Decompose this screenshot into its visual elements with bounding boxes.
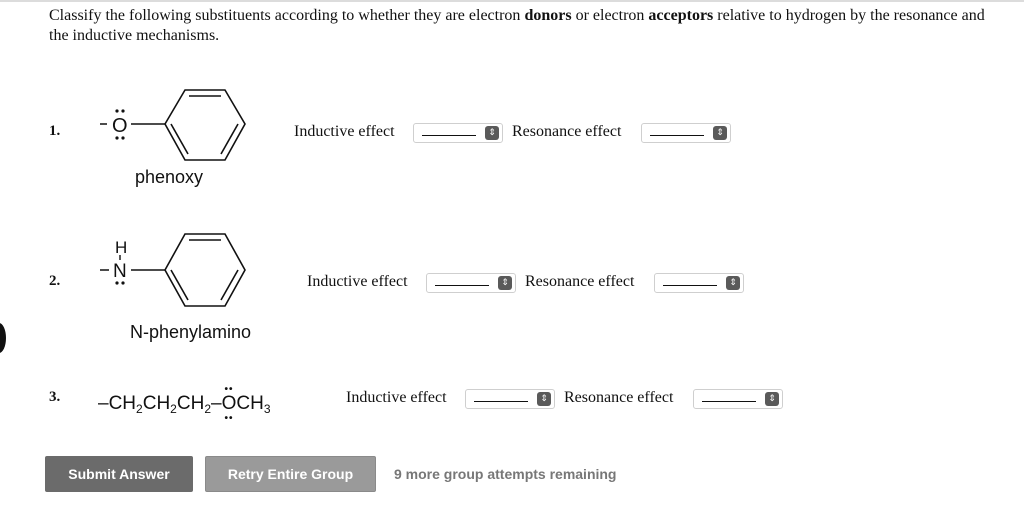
attempts-remaining-text: 9 more group attempts remaining: [394, 466, 617, 482]
resonance-effect-label: Resonance effect: [512, 123, 622, 140]
retry-entire-group-button[interactable]: Retry Entire Group: [205, 456, 376, 492]
select-blank-value: [663, 285, 717, 286]
select-blank-value: [435, 285, 489, 286]
oxygen-atom: O••••: [221, 384, 237, 424]
resonance-effect-label: Resonance effect: [564, 389, 674, 406]
inductive-effect-select[interactable]: ⇕: [413, 123, 503, 143]
updown-chevron-icon: ⇕: [485, 126, 499, 140]
item-number: 1.: [49, 123, 61, 139]
select-blank-value: [650, 135, 704, 136]
updown-chevron-icon: ⇕: [498, 276, 512, 290]
inductive-effect-select[interactable]: ⇕: [426, 273, 516, 293]
updown-chevron-icon: ⇕: [726, 276, 740, 290]
top-divider: [0, 0, 1024, 2]
item-number: 2.: [49, 273, 61, 289]
phenoxy-structure: O: [100, 89, 246, 161]
resonance-effect-select[interactable]: ⇕: [641, 123, 731, 143]
resonance-effect-select[interactable]: ⇕: [693, 389, 783, 409]
page-edge-tab: [0, 323, 6, 353]
nitrogen-atom: N: [113, 261, 127, 282]
resonance-effect-select[interactable]: ⇕: [654, 273, 744, 293]
n-phenylamino-structure: H N: [100, 233, 246, 307]
select-blank-value: [422, 135, 476, 136]
inductive-effect-label: Inductive effect: [346, 389, 447, 406]
question-prompt: Classify the following substituents acco…: [49, 7, 985, 44]
hydrogen-atom: H: [115, 238, 127, 257]
updown-chevron-icon: ⇕: [537, 392, 551, 406]
inductive-effect-label: Inductive effect: [294, 123, 395, 140]
updown-chevron-icon: ⇕: [765, 392, 779, 406]
select-blank-value: [474, 401, 528, 402]
select-blank-value: [702, 401, 756, 402]
substituent-name: N-phenylamino: [130, 322, 252, 342]
inductive-effect-label: Inductive effect: [307, 273, 408, 290]
item-number: 3.: [49, 389, 61, 405]
inductive-effect-select[interactable]: ⇕: [465, 389, 555, 409]
submit-answer-button[interactable]: Submit Answer: [45, 456, 193, 492]
resonance-effect-label: Resonance effect: [525, 273, 635, 290]
substituent-name: phenoxy: [135, 167, 204, 187]
updown-chevron-icon: ⇕: [713, 126, 727, 140]
oxygen-atom: O: [112, 115, 128, 137]
methoxypropyl-formula: –CH2CH2CH2–O••••CH3: [98, 384, 271, 424]
